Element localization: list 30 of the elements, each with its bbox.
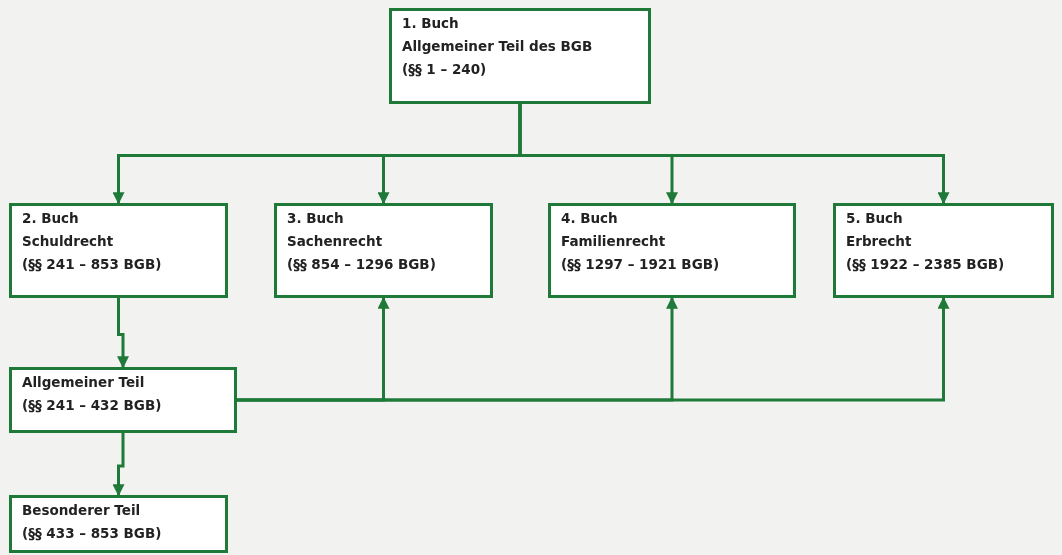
box-text: (§§ 1922 – 2385 BGB) — [846, 256, 1006, 272]
box-heading: 5. Buch — [846, 210, 904, 226]
box-heading: 4. Buch — [561, 210, 619, 226]
box-text: (§§ 241 – 432 BGB) — [22, 397, 163, 413]
box-heading: 2. Buch — [22, 210, 80, 226]
box-text: (§§ 1297 – 1921 BGB) — [561, 256, 721, 272]
box-text: Schuldrecht — [22, 233, 115, 249]
connector-arrow — [112, 433, 125, 497]
box-text: Allgemeiner Teil des BGB — [402, 38, 594, 54]
box-heading: 3. Buch — [287, 210, 345, 226]
book-box — [9, 495, 228, 553]
box-text: Erbrecht — [846, 233, 913, 249]
box-text: Familienrecht — [561, 233, 667, 249]
book-box — [274, 203, 493, 298]
box-heading: Allgemeiner Teil — [22, 374, 146, 390]
connector-arrow — [518, 104, 950, 205]
book-box — [9, 203, 228, 298]
connector-arrow — [117, 298, 129, 369]
book-box — [389, 8, 651, 104]
book-box — [548, 203, 796, 298]
box-text: Sachenrecht — [287, 233, 384, 249]
book-box — [833, 203, 1054, 298]
book-box — [9, 367, 237, 433]
box-text: (§§ 241 – 853 BGB) — [22, 256, 163, 272]
box-text: (§§ 854 – 1296 BGB) — [287, 256, 437, 272]
box-text: (§§ 433 – 853 BGB) — [22, 525, 163, 541]
box-heading: 1. Buch — [402, 15, 460, 31]
connector-arrow — [237, 296, 950, 402]
box-text: (§§ 1 – 240) — [402, 61, 488, 77]
box-heading: Besonderer Teil — [22, 502, 142, 518]
